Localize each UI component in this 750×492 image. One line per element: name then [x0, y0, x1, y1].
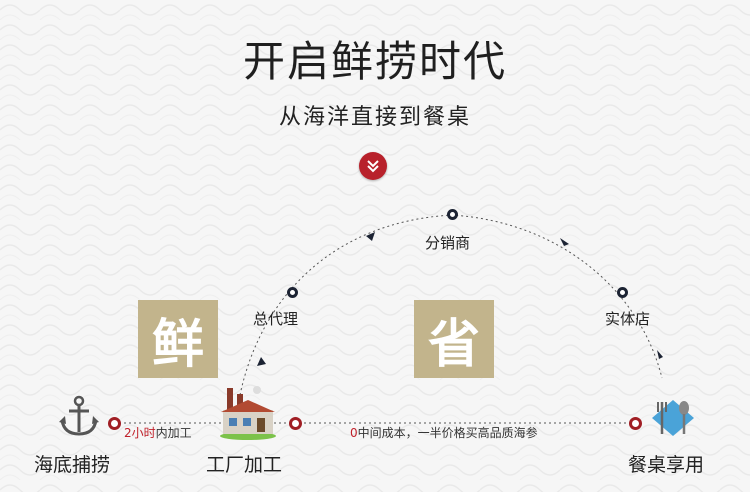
factory-icon	[220, 386, 276, 440]
arrow-marker	[257, 357, 266, 366]
page-title: 开启鲜捞时代	[242, 37, 507, 86]
arrow-marker	[657, 350, 663, 359]
tile-save: 省	[414, 300, 494, 378]
note-two-hours-number: 2	[124, 426, 132, 440]
note-two-hours-accent: 小时	[131, 426, 156, 440]
note-two-hours: 2小时内加工	[124, 424, 192, 441]
step-label-catch: 海底捕捞	[34, 454, 111, 476]
note-zero-cost-rest: 中间成本，一半价格买高品质海参	[357, 426, 538, 440]
label-general-agent: 总代理	[253, 310, 299, 328]
chevron-down-badge[interactable]	[359, 152, 387, 180]
node-physical-store	[617, 287, 628, 298]
node-general-agent	[287, 287, 298, 298]
step-label-table: 餐桌享用	[628, 454, 705, 476]
tile-fresh: 鲜	[138, 300, 218, 378]
note-two-hours-rest: 内加工	[155, 426, 192, 440]
arrow-marker	[560, 238, 569, 246]
node-process	[289, 417, 302, 430]
node-catch	[108, 417, 121, 430]
anchor-icon	[59, 395, 99, 436]
double-chevron-down-icon	[367, 160, 379, 173]
node-distributor	[447, 209, 458, 220]
page-subtitle: 从海洋直接到餐桌	[278, 105, 471, 130]
node-table	[629, 417, 642, 430]
note-zero-cost-number: 0	[350, 426, 358, 440]
note-zero-cost: 0中间成本，一半价格买高品质海参	[350, 424, 538, 441]
label-physical-store: 实体店	[605, 310, 651, 328]
arrow-marker	[366, 232, 375, 241]
label-distributor: 分销商	[425, 234, 471, 252]
step-label-process: 工厂加工	[206, 454, 283, 476]
tableware-icon	[652, 400, 694, 436]
